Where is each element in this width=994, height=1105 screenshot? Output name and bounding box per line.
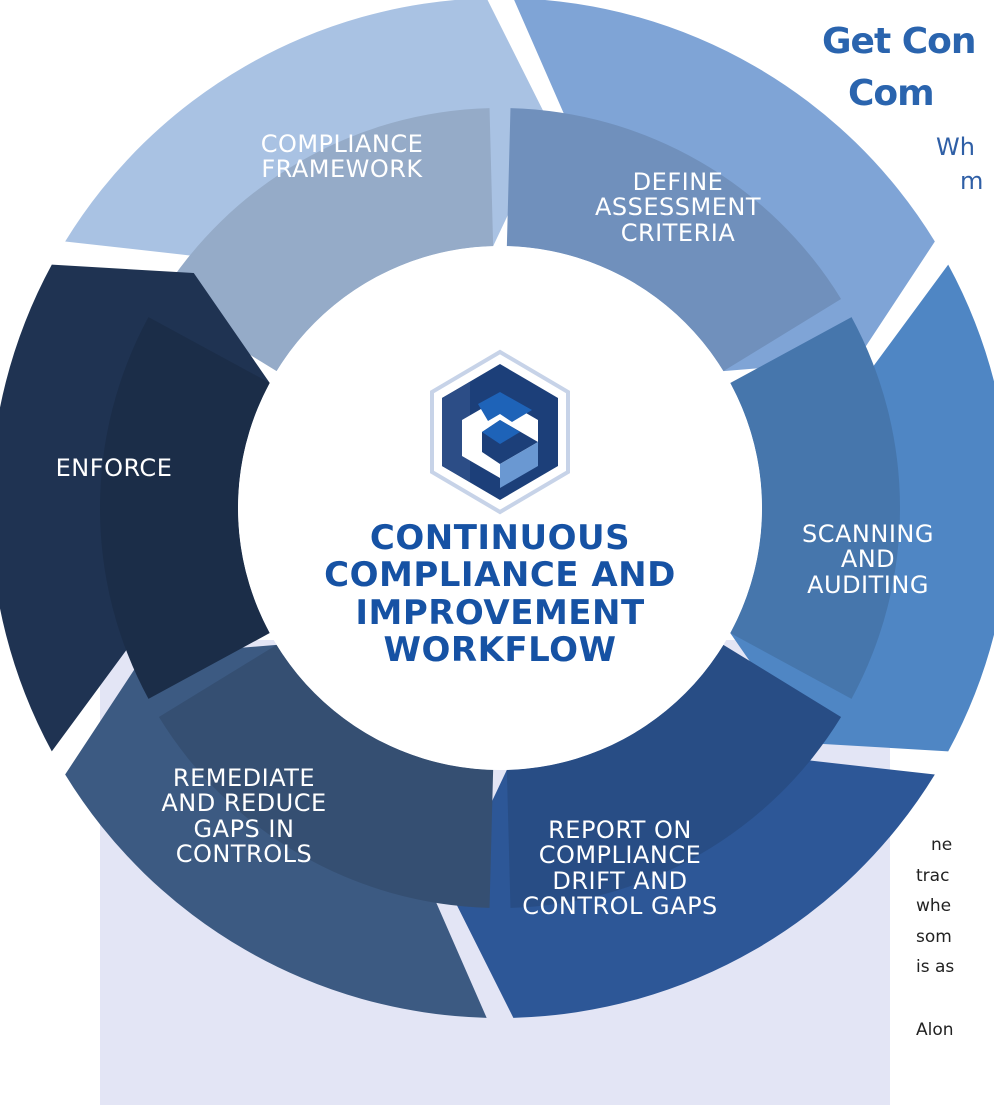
segment-label-enforce: ENFORCE xyxy=(55,454,173,482)
body-text-line: whe xyxy=(916,896,952,916)
page-title-line-1: Get Con xyxy=(822,21,977,62)
segment-inner-band-compliance-framework xyxy=(158,108,494,372)
segment-inner-band-report-on-compliance-drift xyxy=(506,644,842,908)
body-text-line: som xyxy=(916,927,952,947)
body-text-line: is as xyxy=(916,957,955,977)
body-text-line: ne xyxy=(931,835,953,855)
page-subtitle-line-2: m xyxy=(960,167,984,195)
hexagon-c-logo-icon xyxy=(430,349,570,515)
segment-inner-band-scanning-and-auditing xyxy=(730,317,900,699)
body-text-line: trac xyxy=(916,866,950,886)
page-title-line-2: Com xyxy=(848,73,935,114)
segment-inner-band-remediate-and-reduce-gaps xyxy=(158,644,494,908)
page-subtitle-line-1: Wh xyxy=(936,133,975,161)
segment-inner-band-enforce xyxy=(100,317,270,699)
body-text-line: Alon xyxy=(916,1020,954,1040)
diagram-center-title: CONTINUOUS COMPLIANCE AND IMPROVEMENT WO… xyxy=(324,518,676,671)
segment-inner-band-define-assessment-criteria xyxy=(506,108,842,372)
